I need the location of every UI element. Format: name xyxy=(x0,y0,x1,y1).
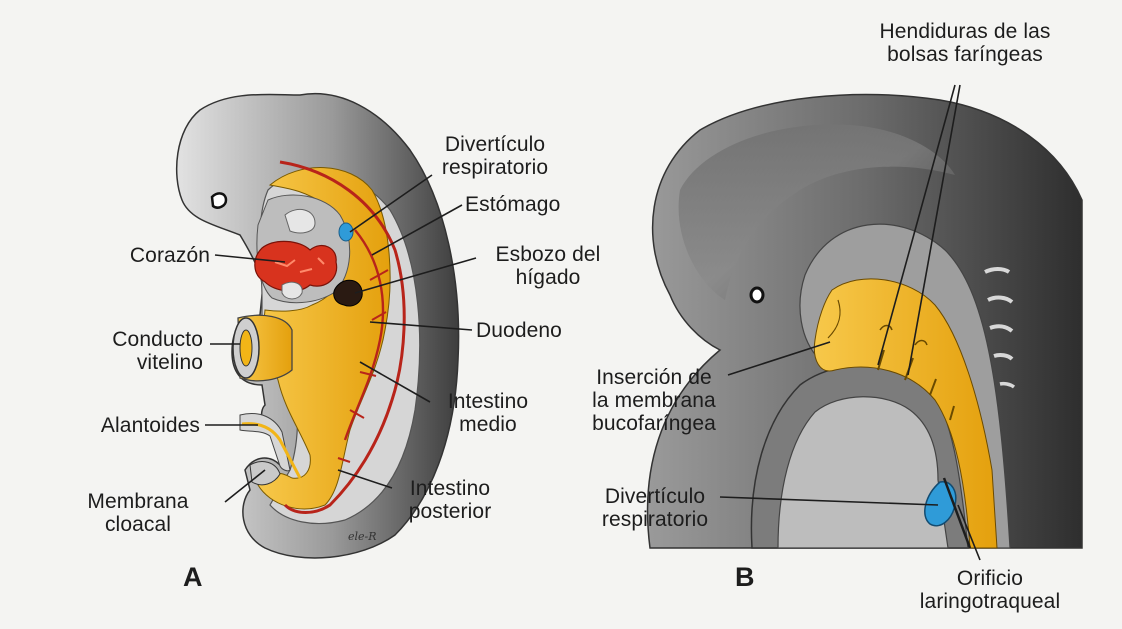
label-duodeno: Duodeno xyxy=(476,319,596,342)
label-diverticulo-respiratorio-b: Divertículo respiratorio xyxy=(585,485,725,531)
panel-letter-b: B xyxy=(735,562,755,593)
label-alantoides: Alantoides xyxy=(68,414,200,437)
label-estomago: Estómago xyxy=(465,193,605,216)
label-conducto-vitelino: Conducto vitelino xyxy=(78,328,203,374)
embryo-a-eye xyxy=(212,193,226,207)
label-intestino-medio: Intestino medio xyxy=(428,390,548,436)
label-insercion-membrana: Inserción de la membrana bucofaríngea xyxy=(574,366,734,435)
label-hendiduras-bolsas: Hendiduras de las bolsas faríngeas xyxy=(850,20,1080,66)
label-diverticulo-respiratorio-a: Divertículo respiratorio xyxy=(420,133,570,179)
panel-letter-a: A xyxy=(183,562,203,593)
label-esbozo-higado: Esbozo del hígado xyxy=(478,243,618,289)
label-corazon: Corazón xyxy=(100,244,210,267)
embryo-b-eye xyxy=(751,288,763,302)
label-orificio-laringotraqueal: Orificio laringotraqueal xyxy=(900,567,1080,613)
label-membrana-cloacal: Membrana cloacal xyxy=(78,490,198,536)
label-intestino-posterior: Intestino posterior xyxy=(390,477,510,523)
artist-signature: ele-R xyxy=(348,530,377,543)
panel-b-embryo xyxy=(648,95,1082,548)
